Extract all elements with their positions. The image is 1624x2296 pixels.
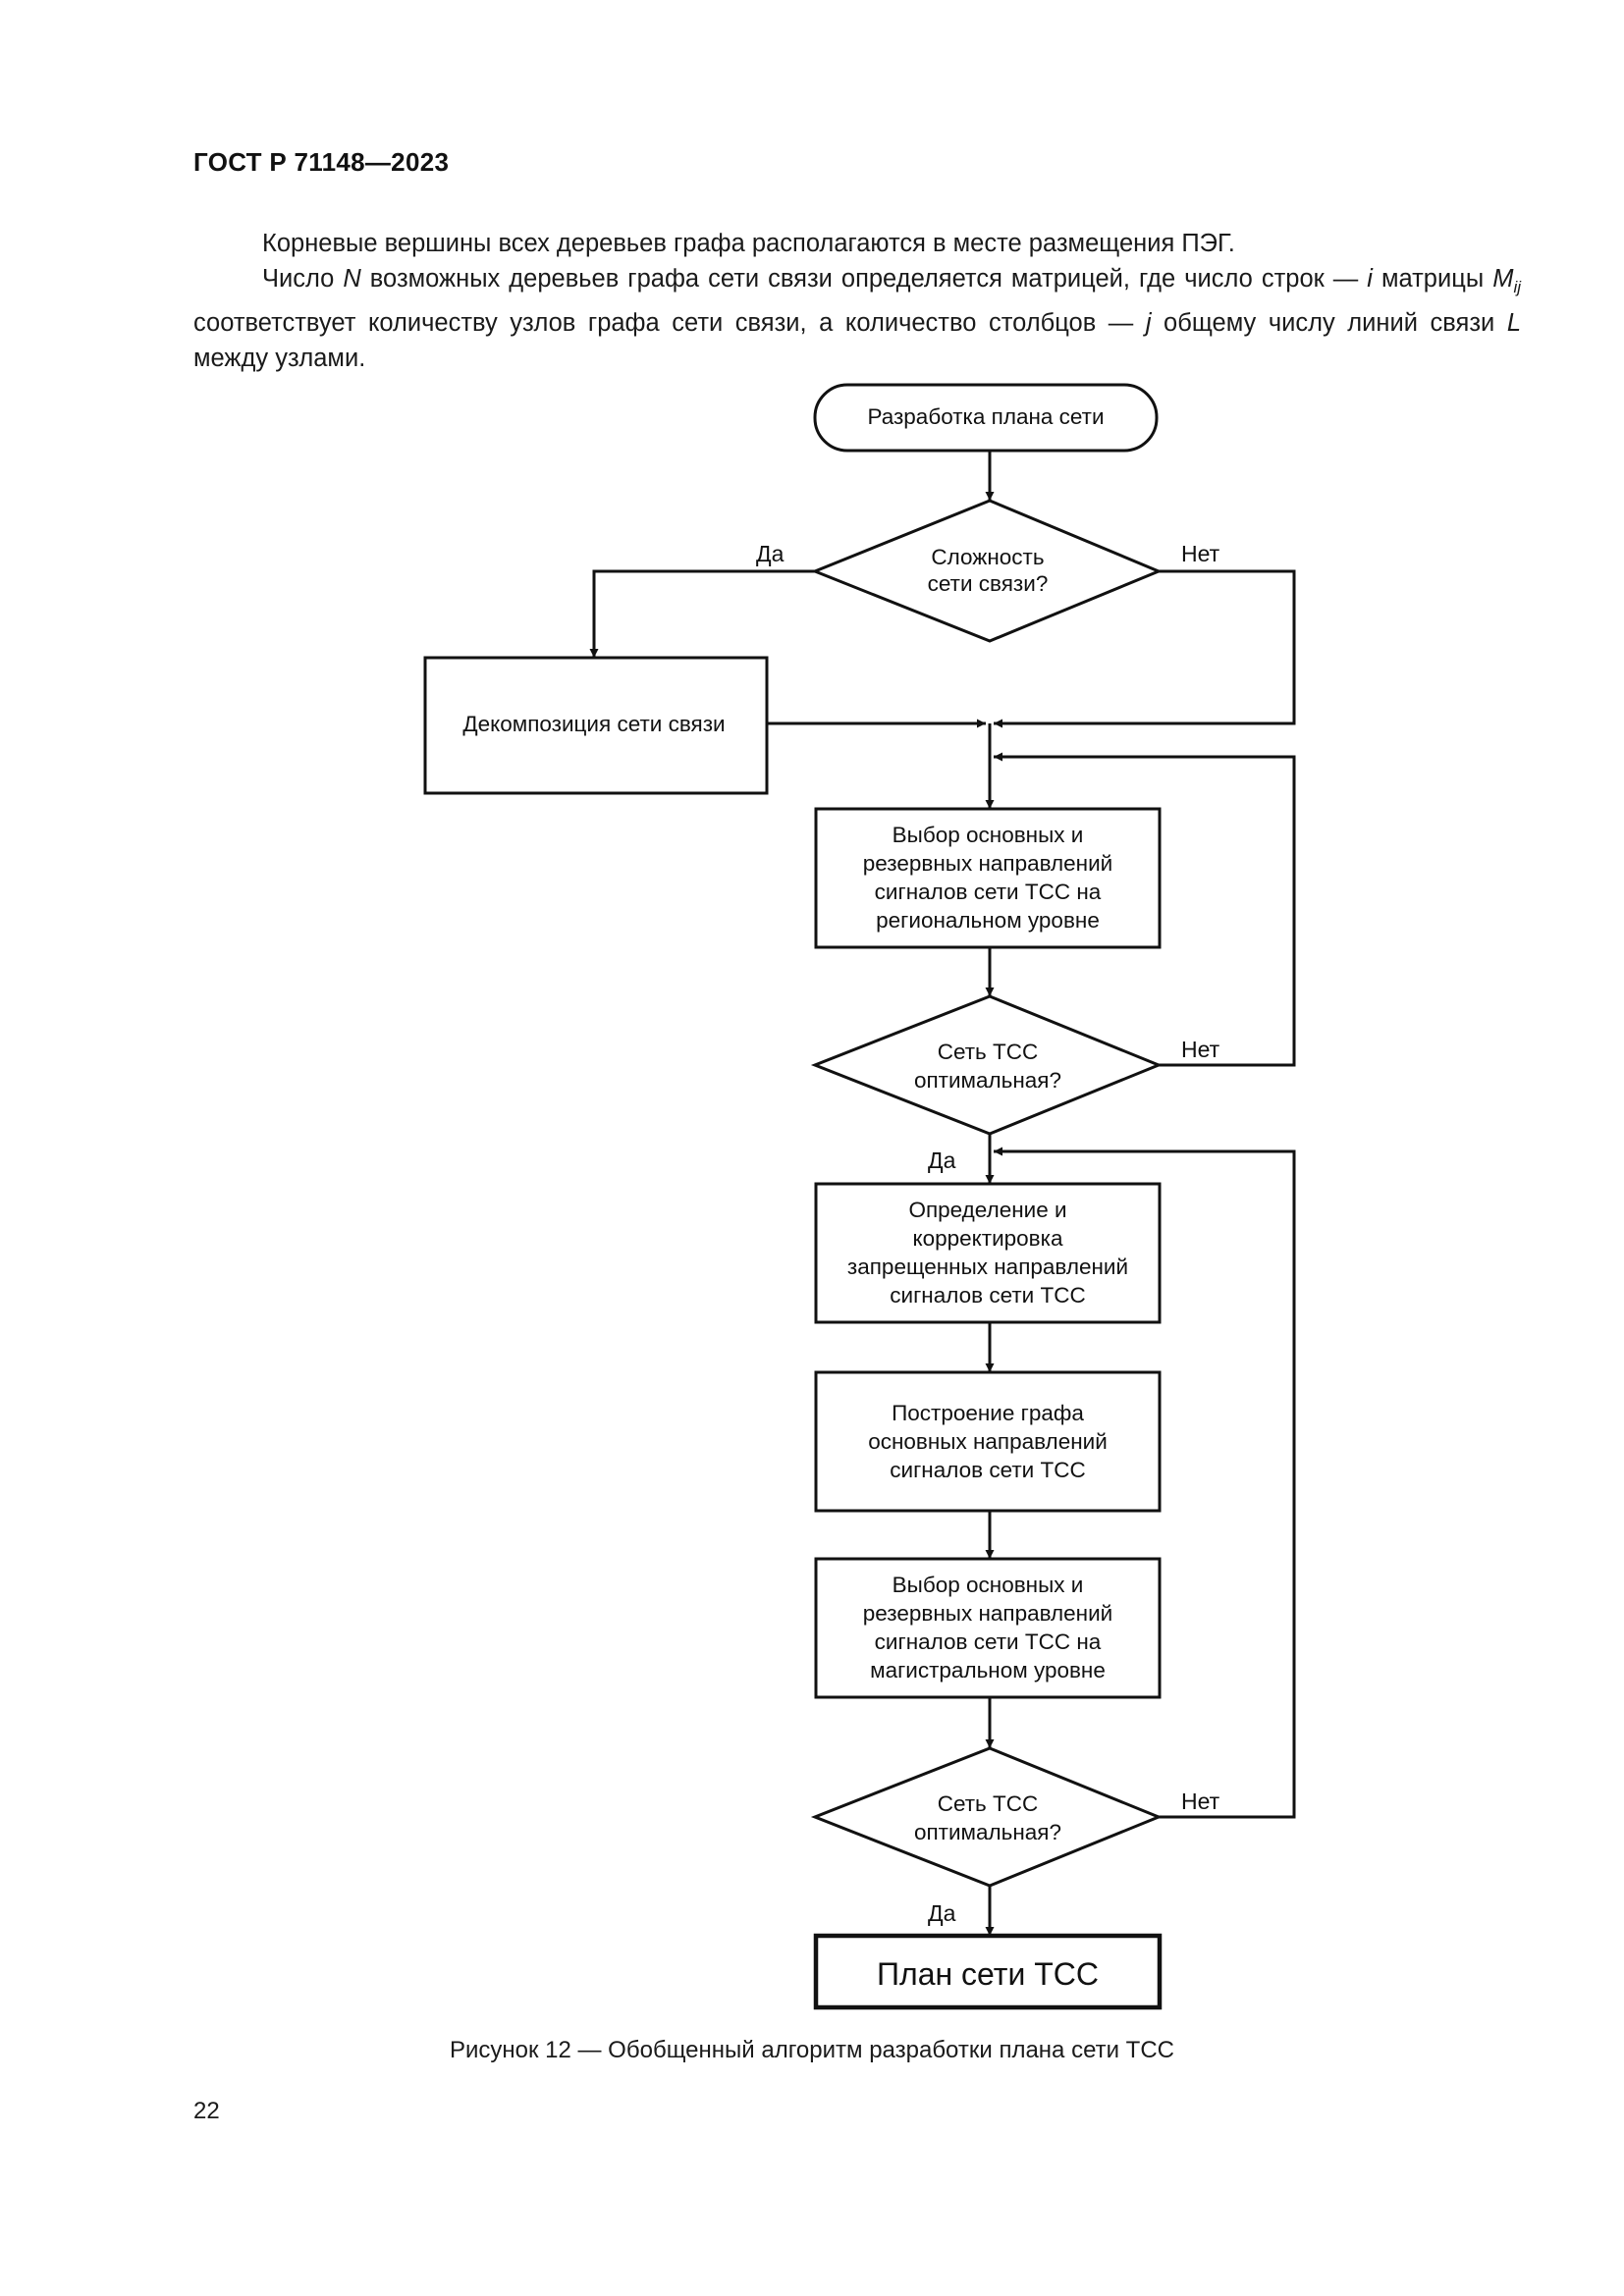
connector-loop-back-1 [994, 752, 1296, 1067]
define-forbidden-line1: Определение и [908, 1198, 1066, 1222]
select-trunk-line3: сигналов сети ТСС на [875, 1629, 1102, 1654]
build-graph-line1: Построение графа [892, 1401, 1084, 1425]
label-no-optimal-1: Нет [1181, 1037, 1220, 1062]
decision-complexity-line2: сети связи? [928, 571, 1049, 596]
build-graph-line2: основных направлений [868, 1429, 1108, 1454]
decision-optimal-2-line2: оптимальная? [914, 1820, 1061, 1844]
decision-optimal-1-line2: оптимальная? [914, 1068, 1061, 1093]
end-label: План сети ТСС [877, 1956, 1099, 1992]
label-no-optimal-2: Нет [1181, 1789, 1220, 1814]
select-regional-line3: сигналов сети ТСС на [875, 880, 1102, 904]
select-trunk-line4: магистральном уровне [870, 1658, 1106, 1682]
select-trunk-line2: резервных направлений [863, 1601, 1112, 1626]
select-regional-line4: региональном уровне [876, 908, 1100, 933]
select-regional-line1: Выбор основных и [893, 823, 1084, 847]
paragraph-matrix: Число N возможных деревьев графа сети св… [193, 265, 1521, 373]
select-trunk-box [814, 1557, 1162, 1699]
decision-optimal-2-line1: Сеть ТСС [938, 1791, 1039, 1816]
define-forbidden-line2: корректировка [913, 1226, 1063, 1251]
connector-loop-back-2 [994, 1147, 1296, 1819]
standard-header: ГОСТ Р 71148—2023 [193, 147, 450, 177]
select-regional-box [814, 807, 1162, 949]
build-graph-line3: сигналов сети ТСС [890, 1458, 1085, 1482]
define-forbidden-line4: сигналов сети ТСС [890, 1283, 1085, 1308]
decision-optimal-1 [810, 994, 1163, 1136]
decision-complexity [810, 499, 1163, 643]
label-yes-optimal-2: Да [928, 1900, 956, 1926]
select-regional-line2: резервных направлений [863, 851, 1112, 876]
paragraph-root-vertices: Корневые вершины всех деревьев графа рас… [262, 230, 1235, 257]
label-yes-complexity: Да [756, 541, 785, 566]
define-forbidden-line3: запрещенных направлений [847, 1255, 1128, 1279]
start-label: Разработка плана сети [867, 404, 1104, 429]
page-number: 22 [193, 2098, 220, 2124]
end-box [813, 1933, 1163, 2010]
start-terminal [813, 383, 1159, 453]
select-trunk-line1: Выбор основных и [893, 1573, 1084, 1597]
decision-complexity-line1: Сложность [931, 545, 1044, 569]
connector-no-to-merge [994, 569, 1296, 728]
body-text: Корневые вершины всех деревьев графа рас… [193, 226, 1521, 376]
decomposition-box [423, 656, 769, 795]
decision-optimal-1-line1: Сеть ТСС [938, 1040, 1039, 1064]
decomposition-label: Декомпозиция сети связи [462, 712, 725, 736]
build-graph-box [814, 1370, 1162, 1513]
define-forbidden-box [814, 1182, 1162, 1324]
label-yes-optimal-1: Да [928, 1148, 956, 1173]
label-no-complexity: Нет [1181, 541, 1220, 566]
figure-caption: Рисунок 12 — Обобщенный алгоритм разрабо… [449, 2037, 1175, 2063]
connector-yes-to-decomposition [589, 569, 815, 658]
decision-optimal-2 [810, 1746, 1163, 1888]
